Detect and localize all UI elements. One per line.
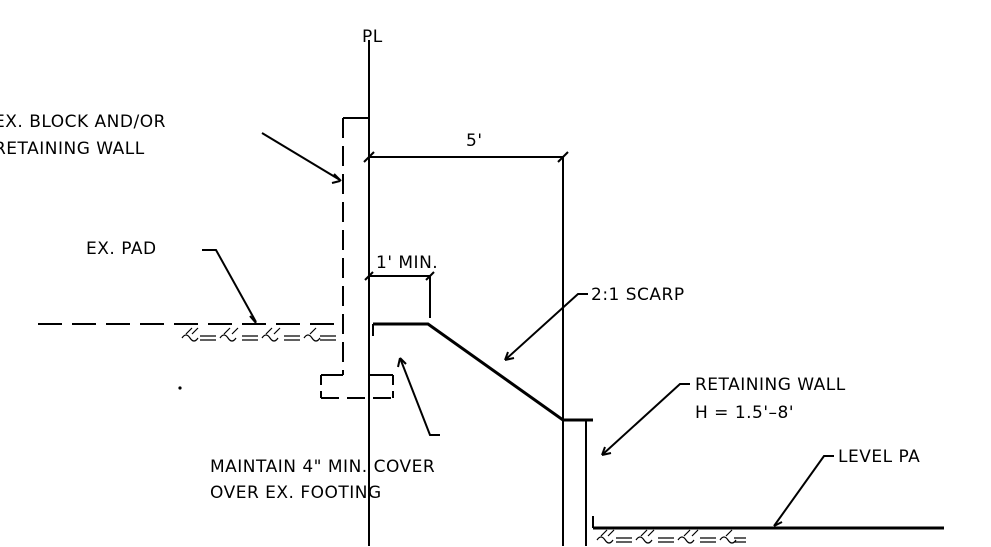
new-wall-label-line2: H = 1.5'–8' xyxy=(695,403,794,423)
level-pad-leader xyxy=(773,455,834,527)
existing-wall-label-line2: RETAINING WALL xyxy=(0,139,145,159)
min-offset-dimension-label: 1' MIN. xyxy=(376,253,438,273)
scarp-leader xyxy=(504,293,588,361)
existing-pad-hatch xyxy=(181,327,336,342)
setback-dimension-label: 5' xyxy=(466,131,483,151)
stray-dot xyxy=(178,386,182,390)
existing-pad-leader xyxy=(202,249,257,324)
existing-wall-leader xyxy=(261,132,342,184)
cover-note-line2: OVER EX. FOOTING xyxy=(210,483,382,503)
property-line-label: PL xyxy=(362,27,383,47)
level-pad-label: LEVEL PA xyxy=(838,447,920,467)
new-retaining-wall xyxy=(562,420,587,546)
proposed-grade xyxy=(373,322,593,422)
new-wall-label-line1: RETAINING WALL xyxy=(695,375,846,395)
existing-pad-label: EX. PAD xyxy=(86,239,157,259)
existing-footing xyxy=(320,374,394,399)
setback-dimension xyxy=(363,151,569,420)
cover-note-leader xyxy=(397,357,440,436)
new-wall-leader xyxy=(601,383,690,456)
scarp-label: 2:1 SCARP xyxy=(591,285,685,305)
min-offset-dimension xyxy=(364,271,435,318)
cover-note-line1: MAINTAIN 4" MIN. COVER xyxy=(210,457,435,477)
level-pad-hatch xyxy=(596,529,746,544)
existing-block-wall xyxy=(342,117,370,375)
existing-wall-label-line1: EX. BLOCK AND/OR xyxy=(0,112,166,132)
